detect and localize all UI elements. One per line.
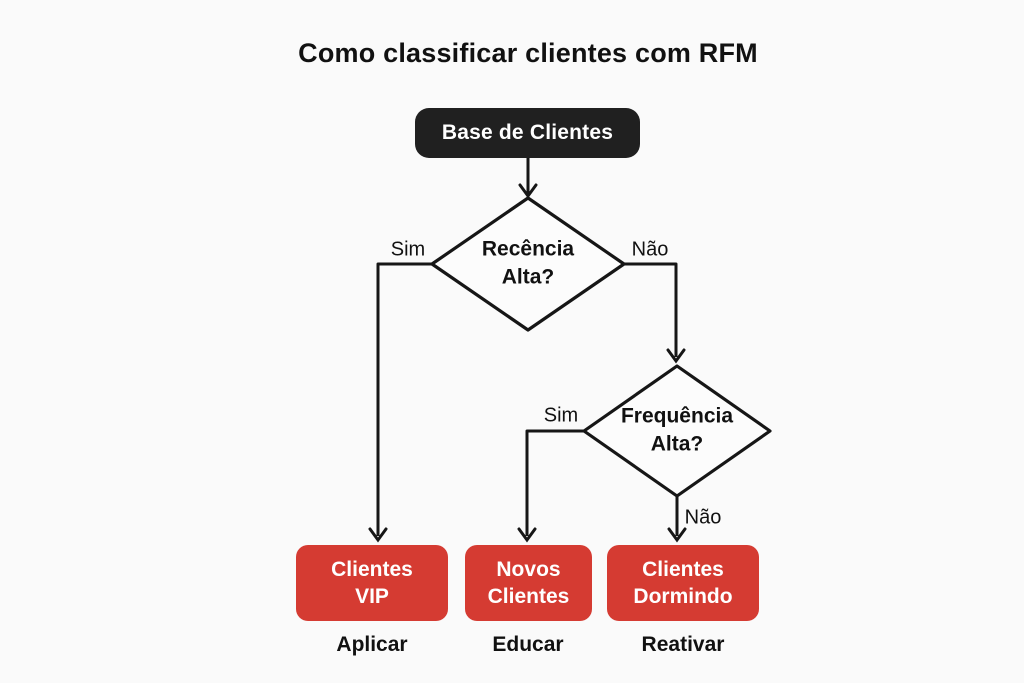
edge-frequencia-sim [525,429,584,536]
edge-label-frequencia-sim: Sim [543,404,579,427]
decision-frequencia-question: Frequência Alta? [620,404,734,456]
arrow-down-icon [517,527,537,543]
edge-recencia-nao [624,262,678,357]
edge-recencia-sim [376,262,432,536]
arrow-down-icon [666,348,686,364]
arrow-down-icon [667,527,687,543]
decision-recencia-question: Recência Alta? [481,237,575,289]
action-aplicar: Aplicar [336,633,408,656]
page-title: Como classificar clientes com RFM [298,38,758,68]
arrow-down-icon [518,183,538,199]
node-base-de-clientes: Base de Clientes [415,108,640,158]
arrow-down-icon [368,527,388,543]
action-educar: Educar [492,633,564,656]
node-clientes-vip: Clientes VIP [296,545,448,621]
node-novos-clientes: Novos Clientes [465,545,592,621]
edge-label-recencia-nao: Não [631,238,669,261]
edge-label-recencia-sim: Sim [390,238,426,261]
edge-label-frequencia-nao: Não [684,506,722,529]
action-reativar: Reativar [641,633,725,656]
node-clientes-dormindo: Clientes Dormindo [607,545,759,621]
